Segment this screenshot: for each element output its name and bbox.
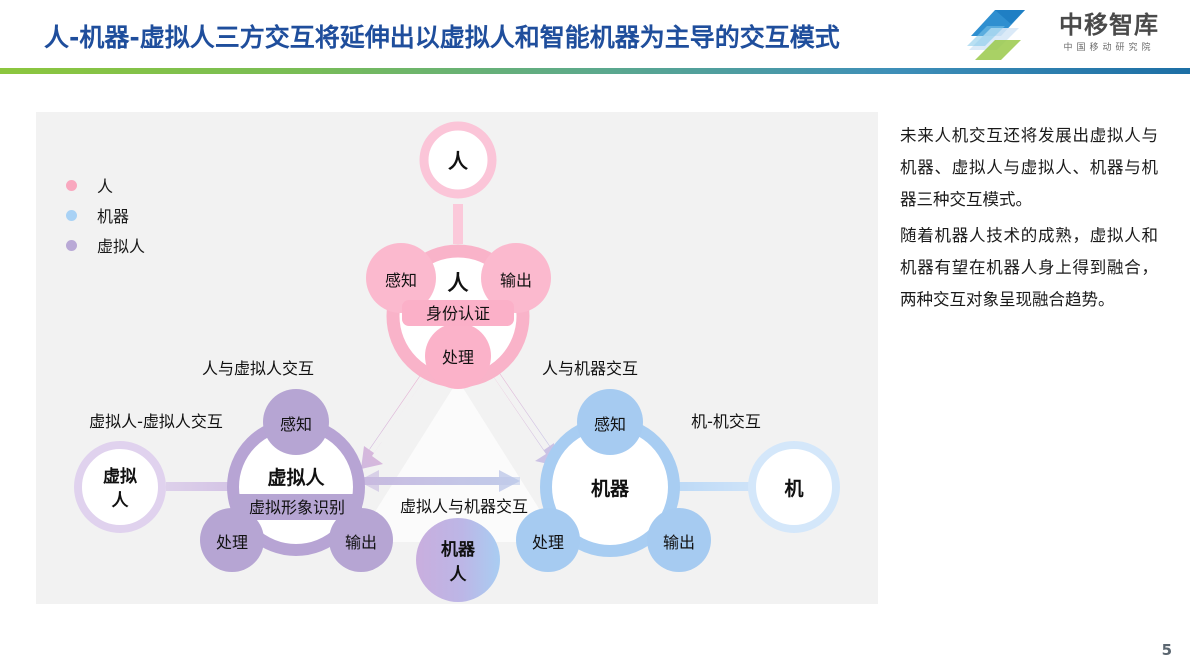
legend-dot-machine-icon	[66, 209, 77, 221]
machine-node-process[interactable]	[516, 508, 580, 572]
machine-node-process-label: 处理	[532, 533, 564, 552]
legend-dot-virtual-human-icon	[66, 239, 77, 251]
human-cluster: 人 感知 输出 处理 人 身份认证	[366, 121, 551, 389]
human-badge[interactable]	[402, 300, 514, 326]
human-top-circle[interactable]	[419, 121, 497, 199]
machine-cluster: 感知 处理 输出 机器 机	[516, 389, 840, 572]
virtual-badge[interactable]	[232, 494, 362, 520]
legend-label-virtual-human: 虚拟人	[97, 237, 146, 256]
virtual-badge-label: 虚拟形象识别	[249, 498, 345, 517]
edge-label-virtual-virtual: 虚拟人-虚拟人交互	[89, 412, 223, 431]
diagram-legend: 人 机器 虚拟人	[66, 170, 145, 260]
slide-header: 人-机器-虚拟人三方交互将延伸出以虚拟人和智能机器为主导的交互模式 中移智库 中…	[0, 0, 1190, 74]
machine-center-label: 机器	[591, 478, 630, 500]
side-text-panel: 未来人机交互还将发展出虚拟人与机器、虚拟人与虚拟人、机器与机器三种交互模式。 随…	[900, 120, 1158, 320]
virtual-side-circle-label-1: 虚拟	[103, 466, 137, 487]
virtual-node-perception[interactable]	[263, 389, 329, 455]
machine-node-output[interactable]	[647, 508, 711, 572]
edge-virtual-machine	[358, 470, 520, 492]
legend-label-human: 人	[97, 177, 114, 196]
human-node-perception[interactable]	[366, 243, 436, 313]
brand-logo: 中移智库 中国移动研究院	[965, 4, 1180, 66]
legend-label-machine: 机器	[97, 207, 130, 226]
human-top-circle-label: 人	[448, 149, 469, 173]
human-node-output-label: 输出	[500, 271, 532, 290]
edge-virtual-virtual	[166, 482, 282, 491]
virtual-center-label: 虚拟人	[267, 466, 325, 489]
edge-machine-machine	[676, 482, 788, 491]
side-paragraph-1: 未来人机交互还将发展出虚拟人与机器、虚拟人与虚拟人、机器与机器三种交互模式。	[900, 126, 1158, 209]
virtual-node-output-label: 输出	[345, 533, 377, 552]
interaction-diagram-panel: 人 感知 输出 处理 人 身份认证 感知 处理 输出 虚拟人	[36, 112, 878, 604]
machine-node-perception[interactable]	[577, 389, 643, 455]
edge-label-human-machine: 人与机器交互	[542, 359, 638, 378]
human-node-process-label: 处理	[442, 348, 474, 367]
legend-item-human: 人	[66, 170, 145, 200]
virtual-node-output[interactable]	[329, 508, 393, 572]
legend-item-machine: 机器	[66, 200, 145, 230]
page-title: 人-机器-虚拟人三方交互将延伸出以虚拟人和智能机器为主导的交互模式	[44, 23, 840, 52]
header-divider	[0, 68, 1190, 74]
human-node-output[interactable]	[481, 243, 551, 313]
machine-node-perception-label: 感知	[594, 415, 626, 434]
virtual-node-process[interactable]	[200, 508, 264, 572]
logo-subtitle: 中国移动研究院	[1063, 43, 1155, 53]
legend-item-virtual-human: 虚拟人	[66, 230, 145, 260]
interaction-diagram: 人 感知 输出 处理 人 身份认证 感知 处理 输出 虚拟人	[74, 121, 840, 602]
edge-label-human-virtual: 人与虚拟人交互	[202, 359, 314, 378]
side-paragraph-2: 随着机器人技术的成熟，虚拟人和机器有望在机器人身上得到融合，两种交互对象呈现融合…	[900, 226, 1158, 309]
page-number: 5	[1161, 641, 1172, 659]
human-node-perception-label: 感知	[385, 271, 417, 290]
robot-node-label-2: 人	[450, 565, 468, 585]
logo-name: 中移智库	[1059, 11, 1159, 39]
machine-side-circle-label: 机	[784, 478, 803, 500]
human-node-process[interactable]	[425, 323, 491, 389]
machine-node-output-label: 输出	[663, 533, 695, 552]
human-badge-label: 身份认证	[426, 304, 490, 323]
human-center-label: 人	[448, 271, 469, 295]
legend-dot-human-icon	[66, 179, 77, 191]
edge-label-machine-machine: 机-机交互	[691, 412, 761, 431]
virtual-node-process-label: 处理	[216, 533, 248, 552]
edge-label-virtual-machine: 虚拟人与机器交互	[400, 497, 528, 516]
robot-node-label-1: 机器	[441, 539, 476, 560]
virtual-side-circle[interactable]	[74, 441, 166, 533]
logo-mark-icon	[967, 10, 1025, 60]
virtual-side-circle-label-2: 人	[112, 491, 130, 511]
virtual-node-perception-label: 感知	[280, 415, 312, 434]
virtual-human-cluster: 感知 处理 输出 虚拟人 虚拟形象识别 虚拟 人	[74, 389, 393, 572]
robot-node[interactable]: 机器 人	[416, 518, 500, 602]
machine-side-circle[interactable]	[748, 441, 840, 533]
